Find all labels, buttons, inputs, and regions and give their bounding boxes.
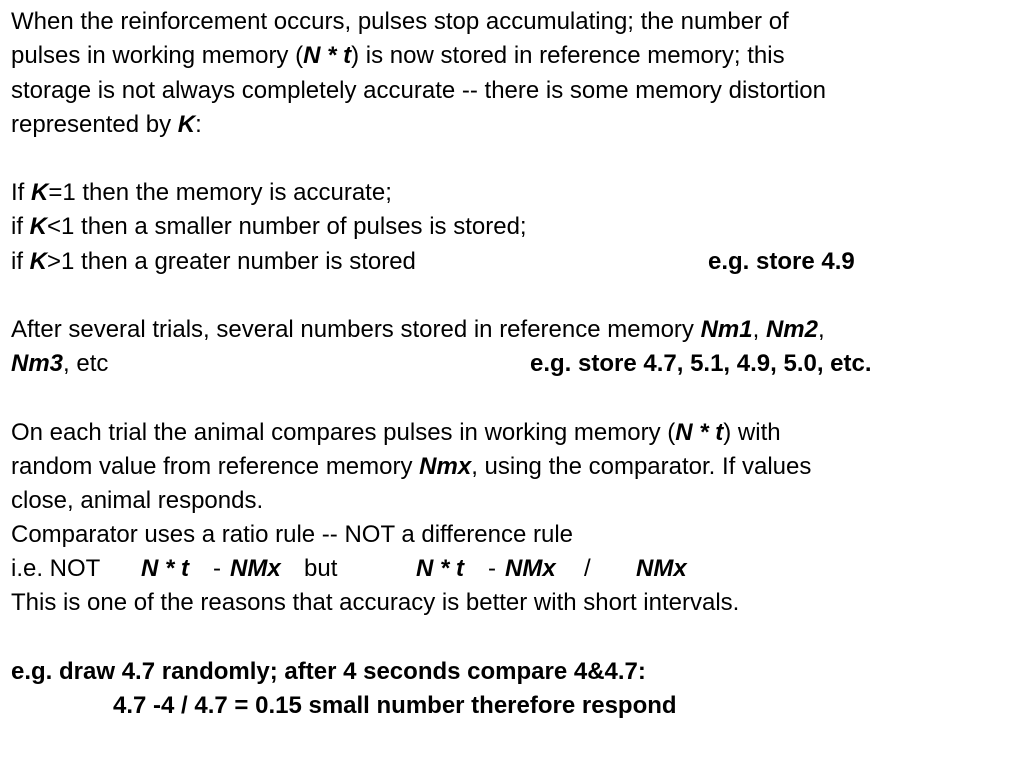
formula-term: N * t — [303, 42, 352, 69]
formula-term: N * t — [141, 555, 189, 582]
text: On each trial the animal compares pulses… — [11, 419, 676, 446]
text: This is one of the reasons that accuracy… — [11, 589, 740, 616]
formula-term: K — [29, 248, 48, 275]
example-line: e.g. draw 4.7 randomly; after 4 seconds … — [11, 655, 646, 689]
formula-term: NMx — [636, 555, 687, 582]
text: ) is now stored in reference memory; thi… — [351, 42, 785, 69]
operator: / — [584, 555, 591, 582]
operator: - — [488, 555, 496, 582]
example-note: e.g. store 4.7, 5.1, 4.9, 5.0, etc. — [530, 350, 872, 377]
text-line: On each trial the animal compares pulses… — [11, 416, 781, 450]
formula-term: NMx — [505, 555, 556, 582]
text-line: if K>1 then a greater number is stored e.… — [11, 245, 855, 279]
text: storage is not always completely accurat… — [11, 77, 826, 104]
formula-term: K — [29, 213, 48, 240]
text: : — [195, 111, 202, 138]
formula-term: K — [177, 111, 196, 138]
formula-line: i.e. NOT N * t - NMx but N * t - NMx / N… — [11, 552, 1011, 586]
text: Comparator uses a ratio rule -- NOT a di… — [11, 521, 574, 548]
formula-term: Nm3 — [11, 350, 64, 377]
text-line: If K=1 then the memory is accurate; — [11, 176, 392, 210]
text-line: random value from reference memory Nmx, … — [11, 450, 811, 484]
formula-term: Nm1 — [700, 316, 753, 343]
text: close, animal responds. — [11, 487, 264, 514]
text-line: pulses in working memory (N * t) is now … — [11, 39, 785, 73]
formula-term: Nm2 — [765, 316, 818, 343]
text: , etc — [63, 350, 109, 377]
example-note: e.g. store 4.9 — [708, 248, 855, 275]
text: ) with — [723, 419, 781, 446]
text: if — [11, 248, 30, 275]
text-line: This is one of the reasons that accuracy… — [11, 586, 739, 620]
formula-term: NMx — [230, 555, 281, 582]
text: i.e. NOT — [11, 555, 101, 582]
formula-term: N * t — [416, 555, 464, 582]
text: <1 then a smaller number of pulses is st… — [47, 213, 527, 240]
text-line: After several trials, several numbers st… — [11, 313, 825, 347]
text: e.g. draw 4.7 randomly; after 4 seconds … — [11, 658, 646, 685]
text: if — [11, 213, 30, 240]
text-line: Comparator uses a ratio rule -- NOT a di… — [11, 518, 573, 552]
text: , — [818, 316, 825, 343]
text-line: close, animal responds. — [11, 484, 263, 518]
text: represented by — [11, 111, 178, 138]
text: When the reinforcement occurs, pulses st… — [11, 8, 789, 35]
text-line: if K<1 then a smaller number of pulses i… — [11, 210, 527, 244]
formula-term: Nmx — [419, 453, 472, 480]
text-line: Nm3, etc e.g. store 4.7, 5.1, 4.9, 5.0, e… — [11, 347, 872, 381]
text: , — [752, 316, 766, 343]
text: but — [304, 555, 338, 582]
text: If — [11, 179, 32, 206]
text: 4.7 -4 / 4.7 = 0.15 small number therefo… — [113, 692, 677, 719]
text: >1 then a greater number is stored — [47, 248, 416, 275]
formula-term: N * t — [675, 419, 724, 446]
text-line: represented by K: — [11, 108, 202, 142]
formula-term: K — [31, 179, 49, 206]
text-line: storage is not always completely accurat… — [11, 74, 826, 108]
text-line: When the reinforcement occurs, pulses st… — [11, 5, 789, 39]
text: After several trials, several numbers st… — [11, 316, 701, 343]
text: random value from reference memory — [11, 453, 420, 480]
example-line: 4.7 -4 / 4.7 = 0.15 small number therefo… — [113, 689, 677, 723]
text: pulses in working memory ( — [11, 42, 304, 69]
operator: - — [213, 555, 221, 582]
text: =1 then the memory is accurate; — [48, 179, 392, 206]
text: , using the comparator. If values — [471, 453, 812, 480]
